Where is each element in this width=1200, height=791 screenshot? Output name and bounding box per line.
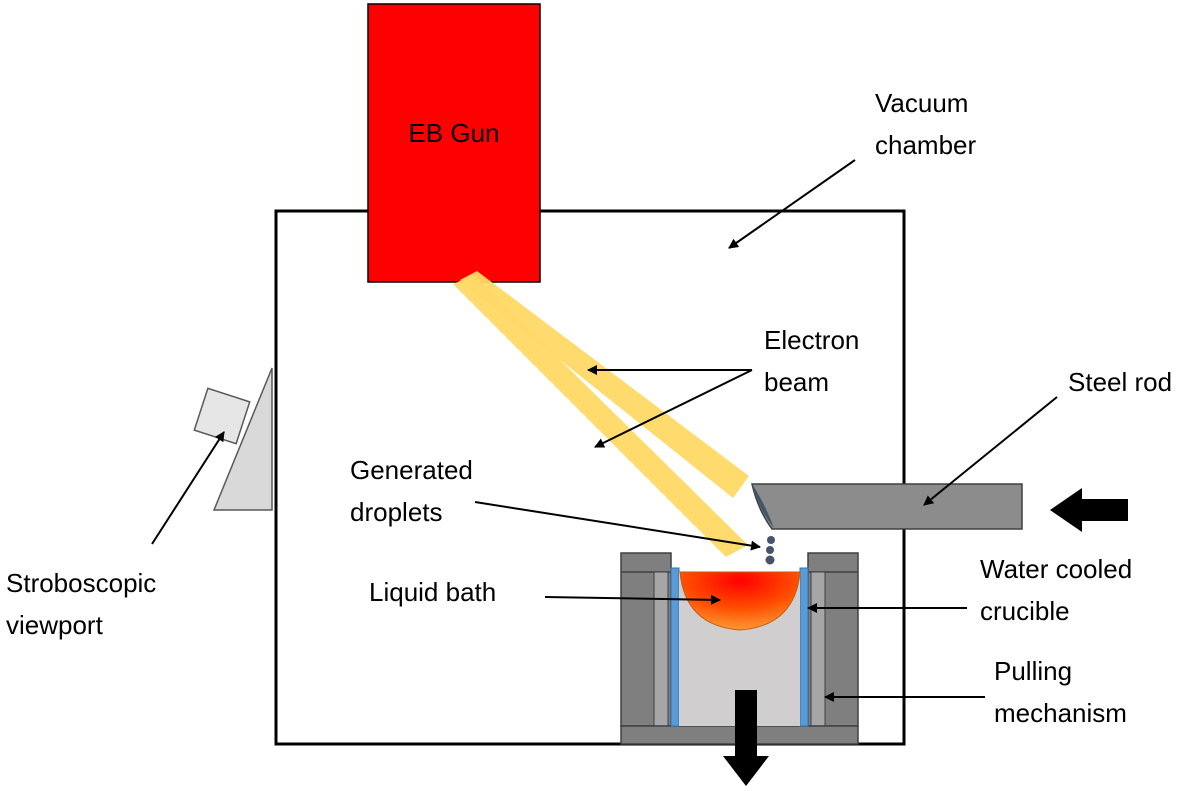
liquid-bath-pointer — [544, 594, 721, 605]
viewport-pointer — [151, 431, 225, 545]
liquid-bath-label: Liquid bath — [369, 577, 496, 607]
electron-beam-label: Electron beam — [764, 325, 867, 397]
droplet — [767, 536, 775, 544]
droplets-pointer — [474, 501, 761, 551]
droplet — [766, 546, 774, 554]
droplet — [765, 555, 775, 565]
liquid-bath — [679, 571, 801, 631]
cooling-channel-right — [799, 567, 809, 727]
viewport-window — [212, 367, 273, 511]
stroboscopic-viewport-label: Stroboscopic viewport — [6, 568, 164, 640]
generated-droplets-label: Generated droplets — [350, 455, 480, 527]
rod-feed-arrow-icon — [1050, 488, 1128, 532]
steel-rod-label: Steel rod — [1068, 367, 1172, 397]
electron-beam-right — [460, 271, 749, 498]
water-cooled-crucible — [620, 552, 859, 745]
eb-gun — [367, 3, 541, 283]
vacuum-chamber — [274, 209, 906, 746]
steel-rod-pointer — [923, 396, 1058, 506]
cooling-channel-left — [670, 567, 680, 727]
water-cooled-crucible-label: Water cooled crucible — [980, 554, 1139, 626]
eb-gun-label: EB Gun — [408, 118, 499, 148]
electron-beam-pointer-lower — [594, 369, 753, 448]
steel-rod — [751, 483, 1023, 530]
pulling-arrow-icon — [723, 690, 769, 786]
vacuum-chamber-label: Vacuum chamber — [875, 88, 976, 160]
vacuum-chamber-pointer — [728, 159, 856, 249]
pulling-mechanism-label: Pulling mechanism — [994, 656, 1127, 728]
electron-beam-left — [453, 275, 748, 557]
steel-rod-tip — [752, 484, 774, 528]
